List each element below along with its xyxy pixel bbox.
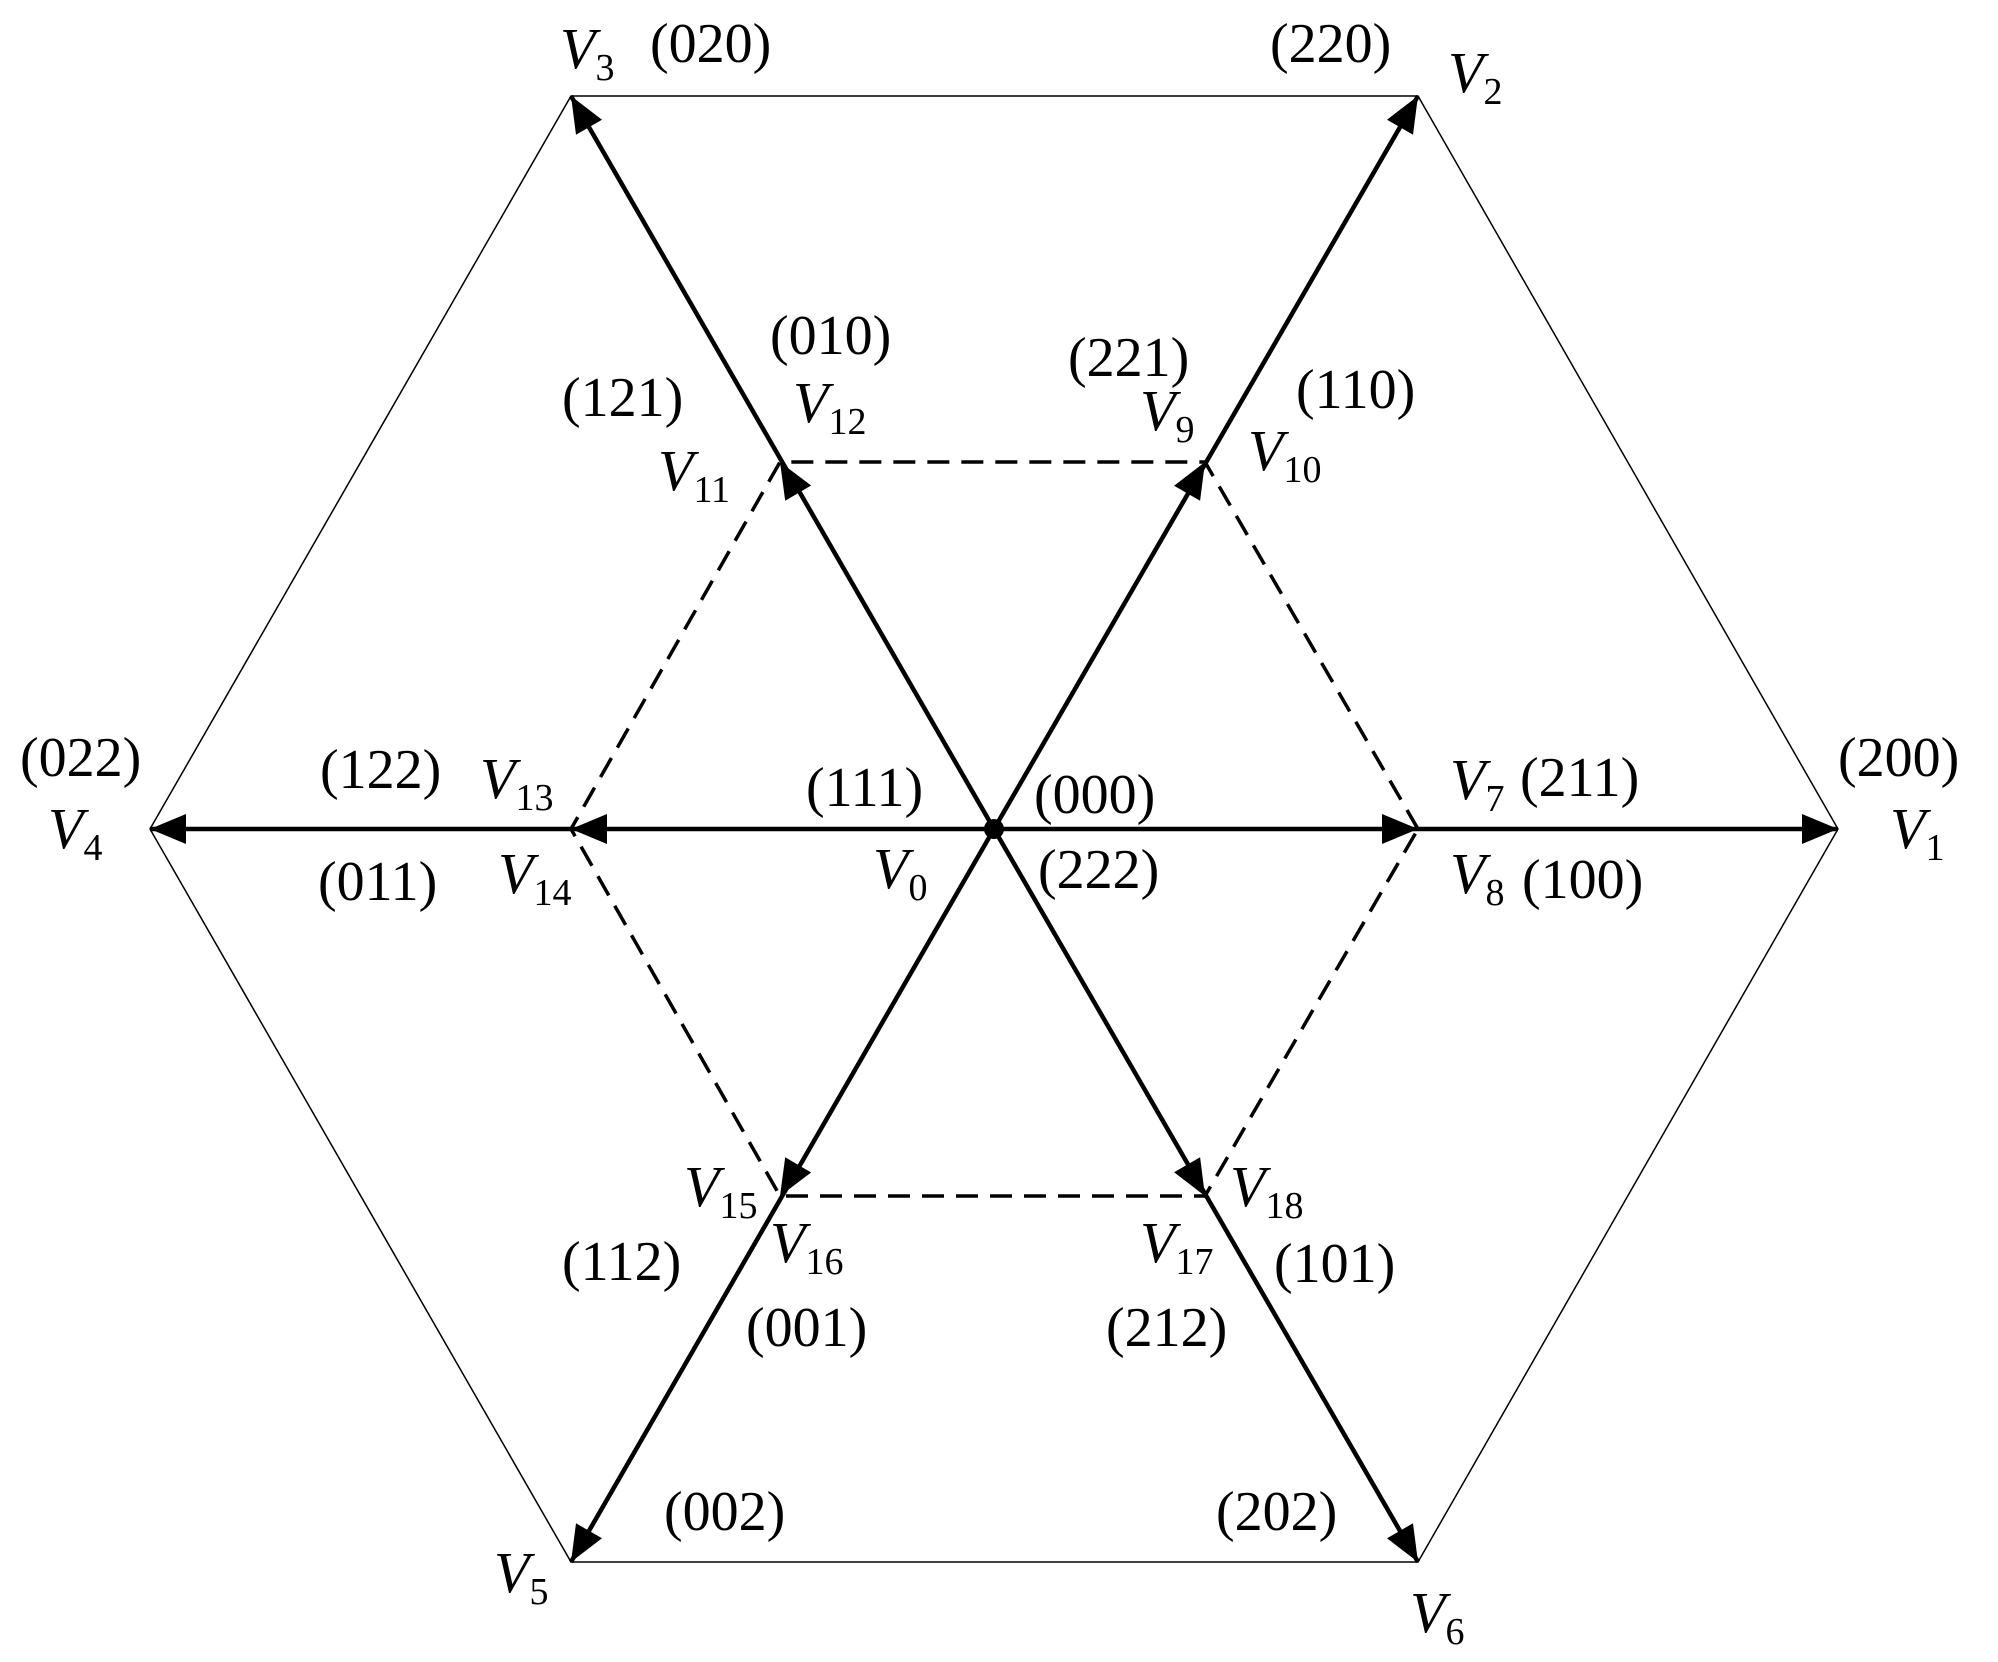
label-v0: V0	[873, 836, 927, 909]
arrow-v1	[1802, 814, 1838, 844]
state-220: (220)	[1270, 13, 1391, 75]
label-v10: V10	[1248, 418, 1321, 491]
arrow-v9	[1174, 462, 1205, 501]
label-v17: V17	[1140, 1210, 1213, 1283]
label-v15: V15	[684, 1154, 757, 1227]
arrow-v17	[1174, 1157, 1205, 1196]
label-v9: V9	[1140, 378, 1194, 451]
label-v16: V16	[770, 1210, 843, 1283]
state-200: (200)	[1838, 727, 1959, 789]
state-020: (020)	[650, 13, 771, 75]
state-022: (022)	[20, 727, 141, 789]
arrow-v4	[150, 814, 186, 844]
label-v18: V18	[1230, 1154, 1303, 1227]
arrow-v3	[571, 96, 602, 135]
state-000: (000)	[1034, 764, 1155, 826]
label-v6: V6	[1410, 1580, 1464, 1653]
label-v12: V12	[793, 370, 866, 443]
label-v5: V5	[494, 1540, 548, 1613]
arrow-v11	[780, 462, 812, 501]
vector-v5-line	[569, 827, 996, 1564]
arrow-v13	[571, 814, 607, 844]
arrowheads	[150, 96, 1838, 1562]
state-111: (111)	[806, 757, 923, 819]
label-v13: V13	[480, 746, 553, 819]
state-100: (100)	[1522, 849, 1643, 911]
label-v3: V3	[560, 16, 614, 89]
vector-v6-line	[992, 827, 1420, 1564]
vector-v3-line	[569, 94, 996, 831]
state-001: (001)	[746, 1297, 867, 1359]
origin-point	[984, 819, 1004, 839]
label-v1: V1	[1890, 796, 1944, 869]
state-222: (222)	[1038, 839, 1159, 901]
state-121: (121)	[562, 367, 683, 429]
state-002: (002)	[664, 1481, 785, 1543]
arrow-v7	[1382, 814, 1418, 844]
label-v7: V7	[1450, 747, 1504, 820]
state-122: (122)	[320, 739, 441, 801]
vector-v2-line	[992, 94, 1420, 831]
state-221: (221)	[1068, 327, 1189, 389]
arrow-v6	[1387, 1523, 1418, 1562]
label-v8: V8	[1450, 841, 1504, 914]
arrow-v15	[780, 1157, 812, 1196]
label-v11: V11	[658, 438, 730, 511]
arrow-v2	[1387, 96, 1418, 135]
state-202: (202)	[1216, 1481, 1337, 1543]
label-v2: V2	[1448, 40, 1502, 113]
state-010: (010)	[770, 305, 891, 367]
state-112: (112)	[562, 1231, 681, 1293]
state-110: (110)	[1296, 359, 1415, 421]
state-211: (211)	[1520, 747, 1639, 809]
state-011: (011)	[318, 851, 437, 913]
label-v4: V4	[48, 796, 102, 869]
arrow-v5	[571, 1523, 602, 1562]
state-212: (212)	[1106, 1297, 1227, 1359]
label-v14: V14	[498, 841, 571, 914]
state-101: (101)	[1274, 1233, 1395, 1295]
